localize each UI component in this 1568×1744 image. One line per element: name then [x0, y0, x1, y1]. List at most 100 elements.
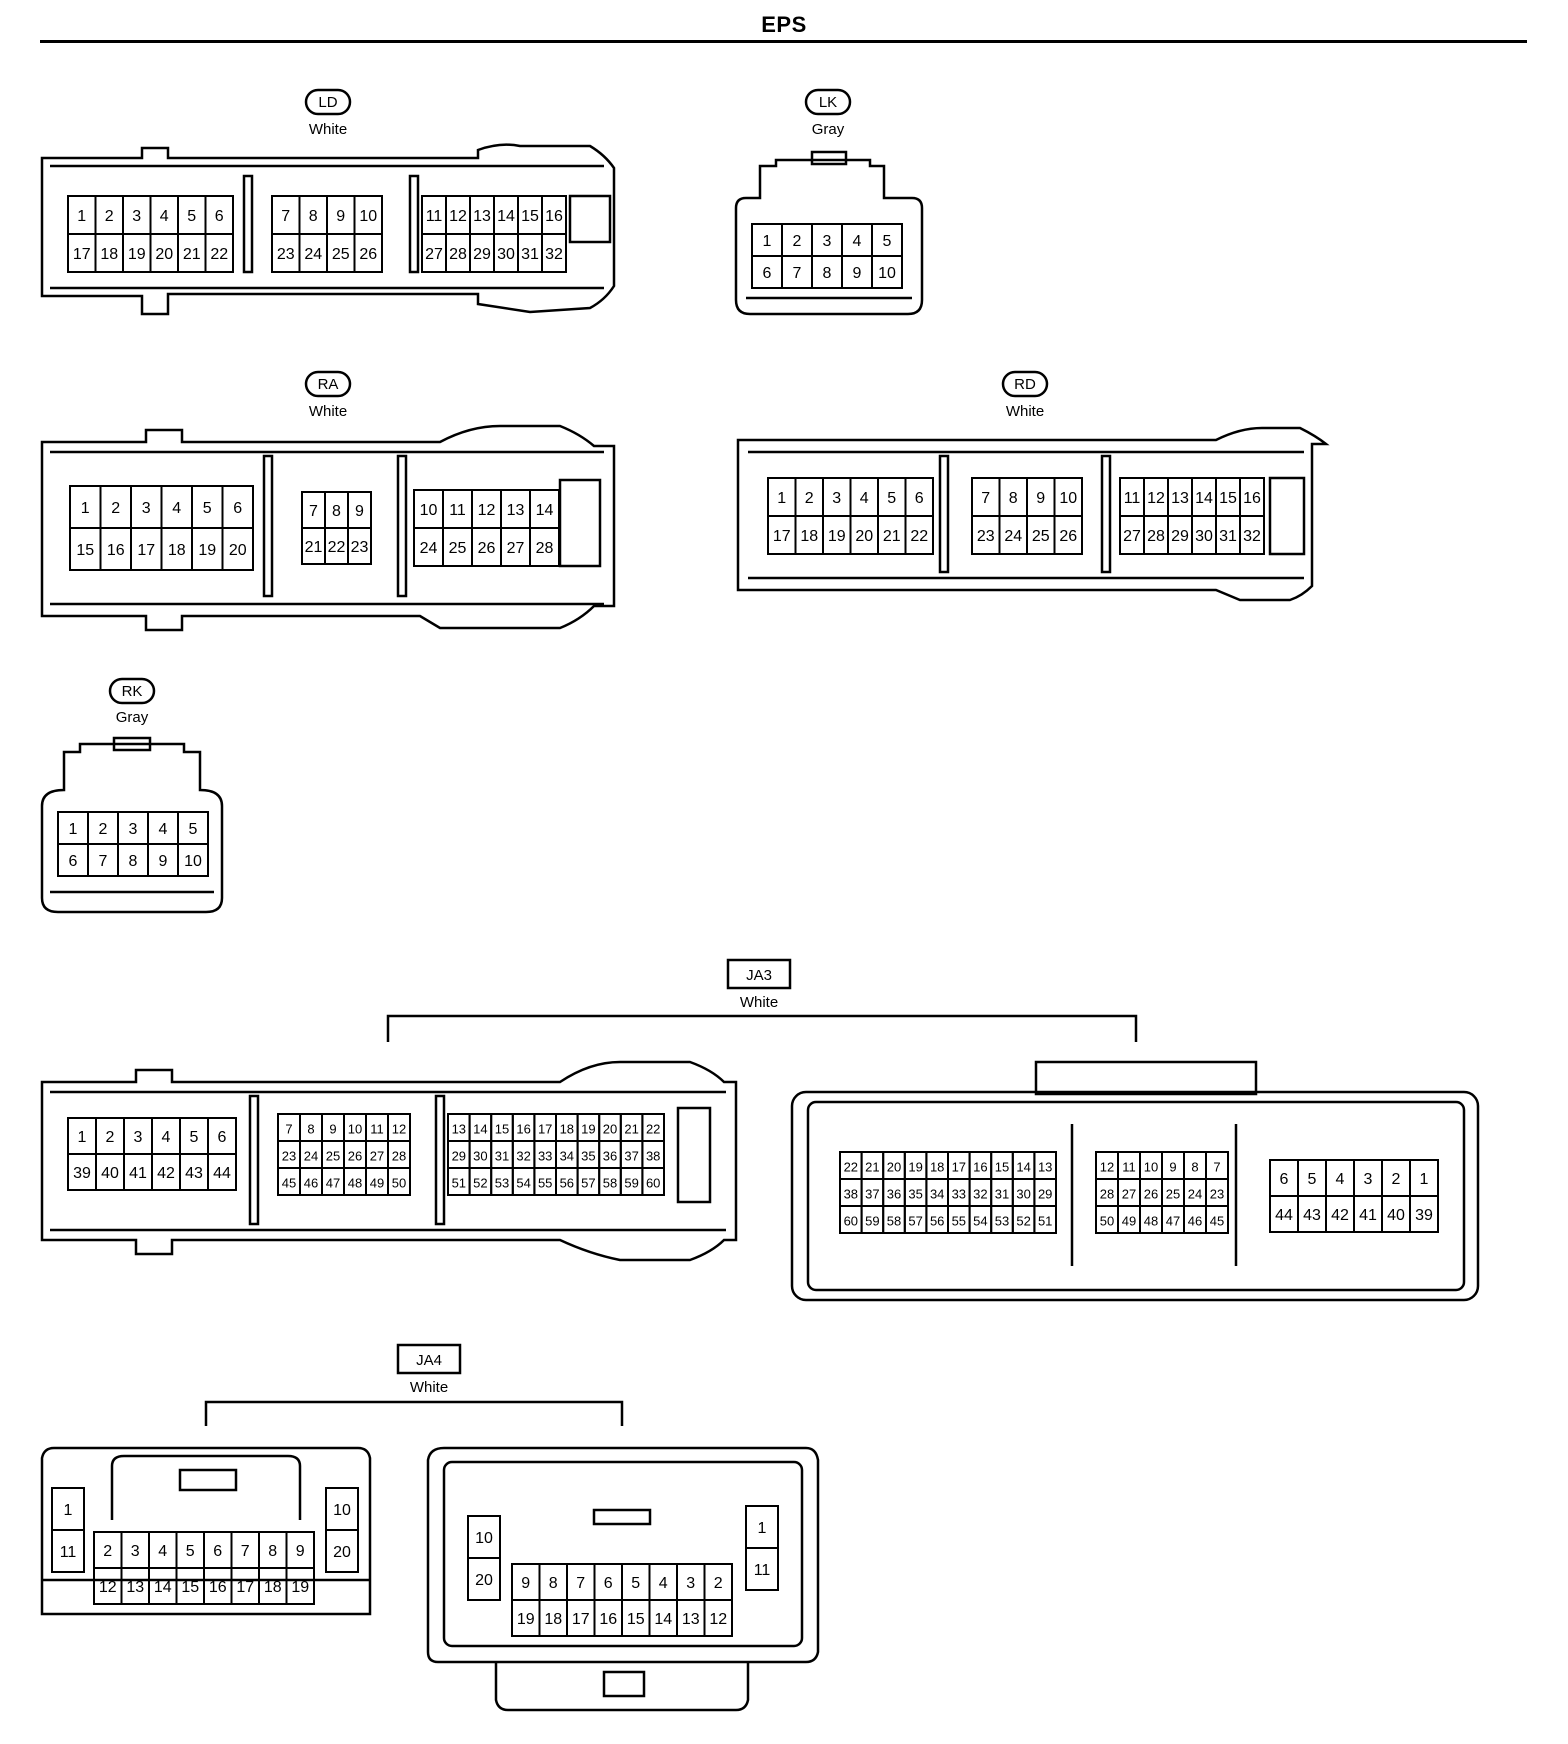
connector-ja4-right-pins-edge-l-pin-20: 20 — [475, 1572, 493, 1589]
connector-ld-pins-r1c-pin-14: 14 — [497, 208, 515, 225]
connector-ja4-left-pins-r2-pin-16: 16 — [209, 1579, 227, 1596]
connector-ld-pins-r2c-pin-30: 30 — [497, 246, 515, 263]
connector-rd-divider-1 — [938, 454, 950, 574]
connector-ra-pins-r2b-pin-23: 23 — [351, 539, 369, 556]
connector-ja4-right-housing — [426, 1446, 820, 1664]
connector-ja3-right-pins-r1a-pin-18: 18 — [930, 1160, 944, 1175]
connector-ja3-right-top-lock — [1034, 1060, 1258, 1096]
connector-ja3-left-pins-r1b-pin-11: 11 — [370, 1122, 384, 1137]
connector-ja3-left-pins-r3c-pin-55: 55 — [538, 1176, 552, 1191]
connector-ja4-bracket — [204, 1400, 624, 1426]
connector-ja3-left-pins-r1c-pin-21: 21 — [624, 1122, 638, 1137]
connector-ja4-right-pins-edge-r-cell-11 — [745, 1547, 779, 1591]
connector-rk-tag — [108, 677, 156, 705]
connector-ja3-left-pins-r2b-pin-25: 25 — [326, 1149, 340, 1164]
connector-ja3-left-pins-r1a-pin-4: 4 — [162, 1129, 171, 1146]
connector-rd-pins-r2c-pin-29: 29 — [1171, 528, 1189, 545]
connector-ja3-left-pins-r2b-pin-28: 28 — [392, 1149, 406, 1164]
connector-ja4-right-pins-edge-r-pin-11: 11 — [754, 1562, 771, 1579]
connector-ld-pins-r2c-pin-32: 32 — [545, 246, 563, 263]
connector-ra-color: White — [309, 403, 347, 420]
connector-ja4-right-inner — [442, 1460, 804, 1648]
connector-ja4-left-lock — [178, 1468, 238, 1492]
connector-ja3-right-pins-r2c-cell-39 — [1409, 1195, 1439, 1233]
connector-ja4-right-pins-r1-pin-6: 6 — [604, 1575, 613, 1592]
connector-ra-pins-r2c-pin-28: 28 — [536, 540, 554, 557]
connector-lk-pins-r1-pin-5: 5 — [883, 233, 892, 250]
connector-ja3-left-pins-r2a-pin-43: 43 — [185, 1165, 203, 1182]
connector-ja3-right-pins-r1b-pin-12: 12 — [1100, 1160, 1114, 1175]
connector-rd-pins-r1b-pin-8: 8 — [1009, 490, 1018, 507]
connector-ra-pins-r1c-pin-11: 11 — [449, 502, 466, 519]
connector-ja3-right-pins-r2a-pin-32: 32 — [973, 1187, 987, 1202]
connector-ld-pins-r2b-pin-25: 25 — [332, 246, 350, 263]
connector-ra-pins-r1a-pin-6: 6 — [233, 500, 242, 517]
connector-ja3-left-pins-r2c-pin-35: 35 — [581, 1149, 595, 1164]
connector-ja3-left-pins-r2b-pin-26: 26 — [348, 1149, 362, 1164]
connector-ja3-left-pins-r3c-pin-60: 60 — [646, 1176, 660, 1191]
connector-ld-housing — [40, 143, 616, 316]
connector-ld-pins-r2c-pin-31: 31 — [521, 246, 539, 263]
connector-ja3-left-pins-r1c-pin-19: 19 — [581, 1122, 595, 1137]
connector-ja3-left-housing — [40, 1060, 738, 1262]
connector-ja3-right-pins-r2a-pin-33: 33 — [952, 1187, 966, 1202]
connector-ja3-left-pins-r1c-pin-17: 17 — [538, 1122, 552, 1137]
connector-ja4-left-pins-edge-r-pin-20: 20 — [333, 1544, 351, 1561]
connector-ja4-right-pins-r2-cell-12 — [703, 1599, 733, 1637]
connector-ja3-right-pins-r3a-pin-55: 55 — [952, 1214, 966, 1229]
connector-ja3-left-pins-r3b-cell-50 — [387, 1167, 411, 1196]
connector-ja3-right-housing — [790, 1090, 1480, 1302]
connector-ja4-left-pins-r1-pin-3: 3 — [131, 1543, 140, 1560]
connector-rd-color: White — [1006, 403, 1044, 420]
connector-ra-latch — [558, 478, 602, 568]
connector-rk-label: RK — [122, 683, 143, 700]
connector-lk-lock — [810, 150, 848, 166]
connector-ja4-color: White — [410, 1379, 448, 1396]
connector-ja3-left-pins-r3c-pin-56: 56 — [560, 1176, 574, 1191]
connector-ja3-left-pins-r3c-pin-54: 54 — [516, 1176, 530, 1191]
connector-ja3-left-pins-r2c-pin-30: 30 — [473, 1149, 487, 1164]
connector-rk-housing — [40, 742, 224, 914]
connector-ja3-left-pins-r3c-pin-57: 57 — [581, 1176, 595, 1191]
connector-ja3-left-pins-r1c-pin-16: 16 — [516, 1122, 530, 1137]
connector-ja4-left-pins-r2-cell-19 — [285, 1567, 315, 1605]
connector-ra-pins-r2a-pin-15: 15 — [76, 542, 94, 559]
connector-ja4-right-pins-r1-pin-4: 4 — [659, 1575, 668, 1592]
connector-ja3-left-pins-r2c-pin-36: 36 — [603, 1149, 617, 1164]
connector-rd-pins-r2c-pin-31: 31 — [1219, 528, 1237, 545]
connector-rd-divider-2 — [1100, 454, 1112, 574]
connector-ra-pins-r1a-pin-1: 1 — [81, 500, 90, 517]
connector-rk-pins-r1-pin-2: 2 — [99, 821, 108, 838]
connector-lk-pins-r2-pin-8: 8 — [823, 265, 832, 282]
connector-ra-pins-r1a-pin-2: 2 — [111, 500, 120, 517]
connector-ld-pins-r1b-pin-9: 9 — [336, 208, 345, 225]
connector-ja3-left-latch — [676, 1106, 712, 1204]
connector-rd-pins-r1a-pin-3: 3 — [832, 490, 841, 507]
connector-ja3-right-pins-r3a-pin-57: 57 — [908, 1214, 922, 1229]
connector-rd-pins-r2a-pin-18: 18 — [800, 528, 818, 545]
connector-ja3-right-pins-r2a-pin-38: 38 — [844, 1187, 858, 1202]
connector-ld-pins-r1a-pin-6: 6 — [215, 208, 224, 225]
connector-lk-pins-r2-pin-7: 7 — [793, 265, 802, 282]
connector-ja3-left-pins-r1c-pin-14: 14 — [473, 1122, 487, 1137]
connector-ra-pins-r2b-cell-23 — [347, 527, 372, 565]
connector-lk-pins-r2-pin-6: 6 — [763, 265, 772, 282]
connector-ld-pins-r1a-pin-3: 3 — [132, 208, 141, 225]
connector-ja4-left-pins-r1-pin-9: 9 — [296, 1543, 305, 1560]
connector-ja3-right-pins-r1b-pin-8: 8 — [1191, 1160, 1198, 1175]
connector-ja3-right-pins-r2a-pin-36: 36 — [887, 1187, 901, 1202]
